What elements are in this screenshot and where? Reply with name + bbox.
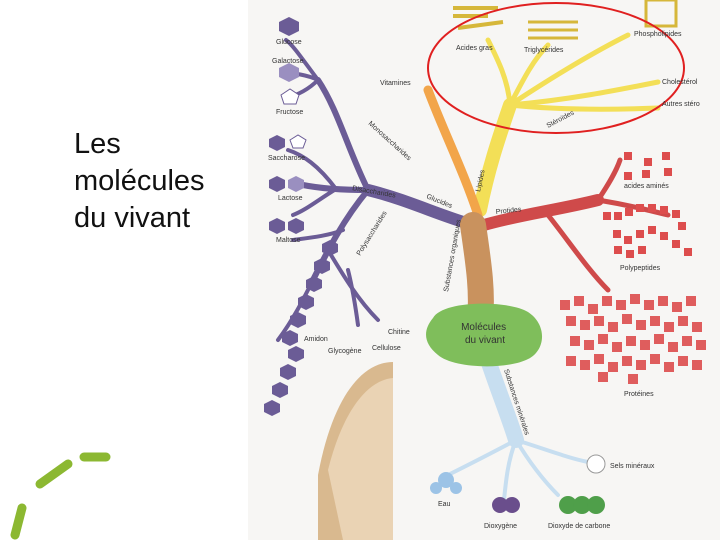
- fructose-pentagon: [280, 88, 300, 105]
- center-label: Molécules du vivant: [461, 322, 509, 346]
- dioxygene-icon: [492, 497, 520, 513]
- label-polypeptides: Polypeptides: [620, 265, 661, 272]
- proteines-mass: [560, 294, 706, 384]
- label-chitine: Chitine: [388, 329, 410, 336]
- highlight-ellipse: [427, 2, 685, 134]
- label-dioxygene: Dioxygène: [484, 523, 517, 530]
- label-lactose: Lactose: [278, 195, 303, 202]
- accent-dash-3: [10, 503, 27, 540]
- label-saccharose: Saccharose: [268, 155, 305, 162]
- label-phospholipides: Phospholipides: [634, 31, 682, 38]
- label-proteines: Protéines: [624, 391, 654, 398]
- label-protides: Protides: [495, 206, 522, 216]
- label-acides-gras: Acides gras: [456, 45, 493, 52]
- accent-dashes: [10, 452, 111, 540]
- glucose-hexagon: [279, 17, 299, 36]
- polypeptides-icons: [603, 204, 692, 258]
- amidon-chain-2: [264, 346, 304, 416]
- acides-amines-icons: [624, 152, 672, 180]
- label-fructose: Fructose: [276, 109, 303, 116]
- phospholipide-icon: [644, 0, 678, 28]
- triglycerides-icon: [528, 20, 578, 40]
- title-line-2: molécules: [74, 165, 205, 197]
- amidon-chain-1: [282, 240, 338, 346]
- label-glucose: Glucose: [276, 39, 302, 46]
- label-galactose: Galactose: [272, 58, 304, 65]
- dioxyde-carbone-icon: [559, 496, 605, 514]
- label-cholesterol: Cholestérol: [662, 79, 698, 86]
- center-label-line-1: Molécules: [461, 322, 506, 333]
- label-lipides: Lipides: [475, 169, 487, 193]
- sels-mineraux-icon: [586, 454, 606, 474]
- galactose-hexagon: [279, 63, 299, 82]
- center-label-line-2: du vivant: [465, 335, 505, 346]
- eau-icon: [430, 472, 462, 494]
- label-cellulose: Cellulose: [372, 345, 401, 352]
- label-eau: Eau: [438, 501, 451, 508]
- label-maltose: Maltose: [276, 237, 301, 244]
- label-sels-mineraux: Sels minéraux: [610, 463, 655, 470]
- title-line-1: Les: [74, 128, 121, 160]
- accent-dash-2: [35, 459, 73, 489]
- title-line-3: du vivant: [74, 202, 191, 234]
- mind-map-diagram: Molécules du vivant: [248, 0, 720, 540]
- label-triglycerides: Triglycérides: [524, 47, 564, 54]
- acides-gras-icon: [453, 6, 504, 30]
- label-amidon: Amidon: [304, 336, 328, 343]
- label-acides-amines: acides aminés: [624, 183, 669, 190]
- label-dioxyde-carbone: Dioxyde de carbone: [548, 523, 610, 530]
- slide-title: Les molécules du vivant: [74, 126, 244, 237]
- label-glycogene: Glycogène: [328, 348, 362, 355]
- label-vitamines: Vitamines: [380, 80, 411, 87]
- label-autres-steroides: Autres stéro: [662, 101, 700, 108]
